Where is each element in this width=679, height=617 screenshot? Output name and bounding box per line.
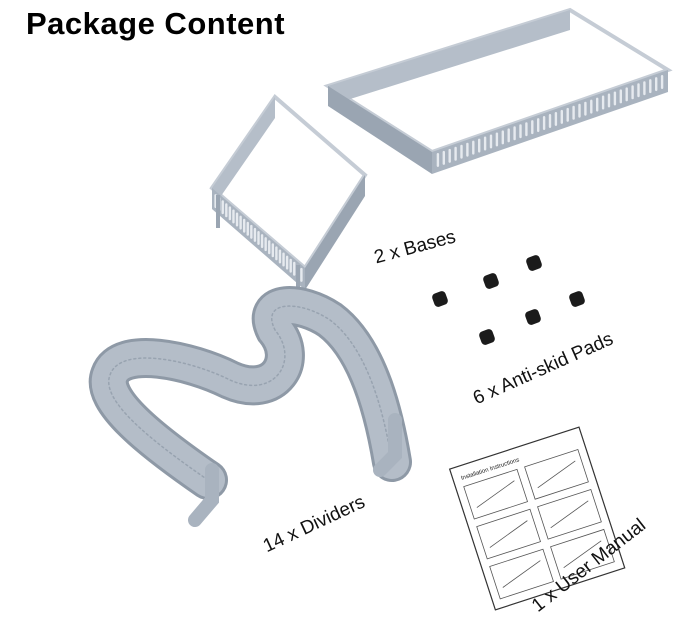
anti-skid-pads [432, 255, 585, 345]
dividers-bundle [88, 286, 412, 527]
base-tray-right [323, 7, 673, 174]
page-title: Package Content [26, 6, 286, 41]
user-manual: Installation Instructions [448, 426, 626, 611]
base-tray-left [209, 94, 368, 305]
